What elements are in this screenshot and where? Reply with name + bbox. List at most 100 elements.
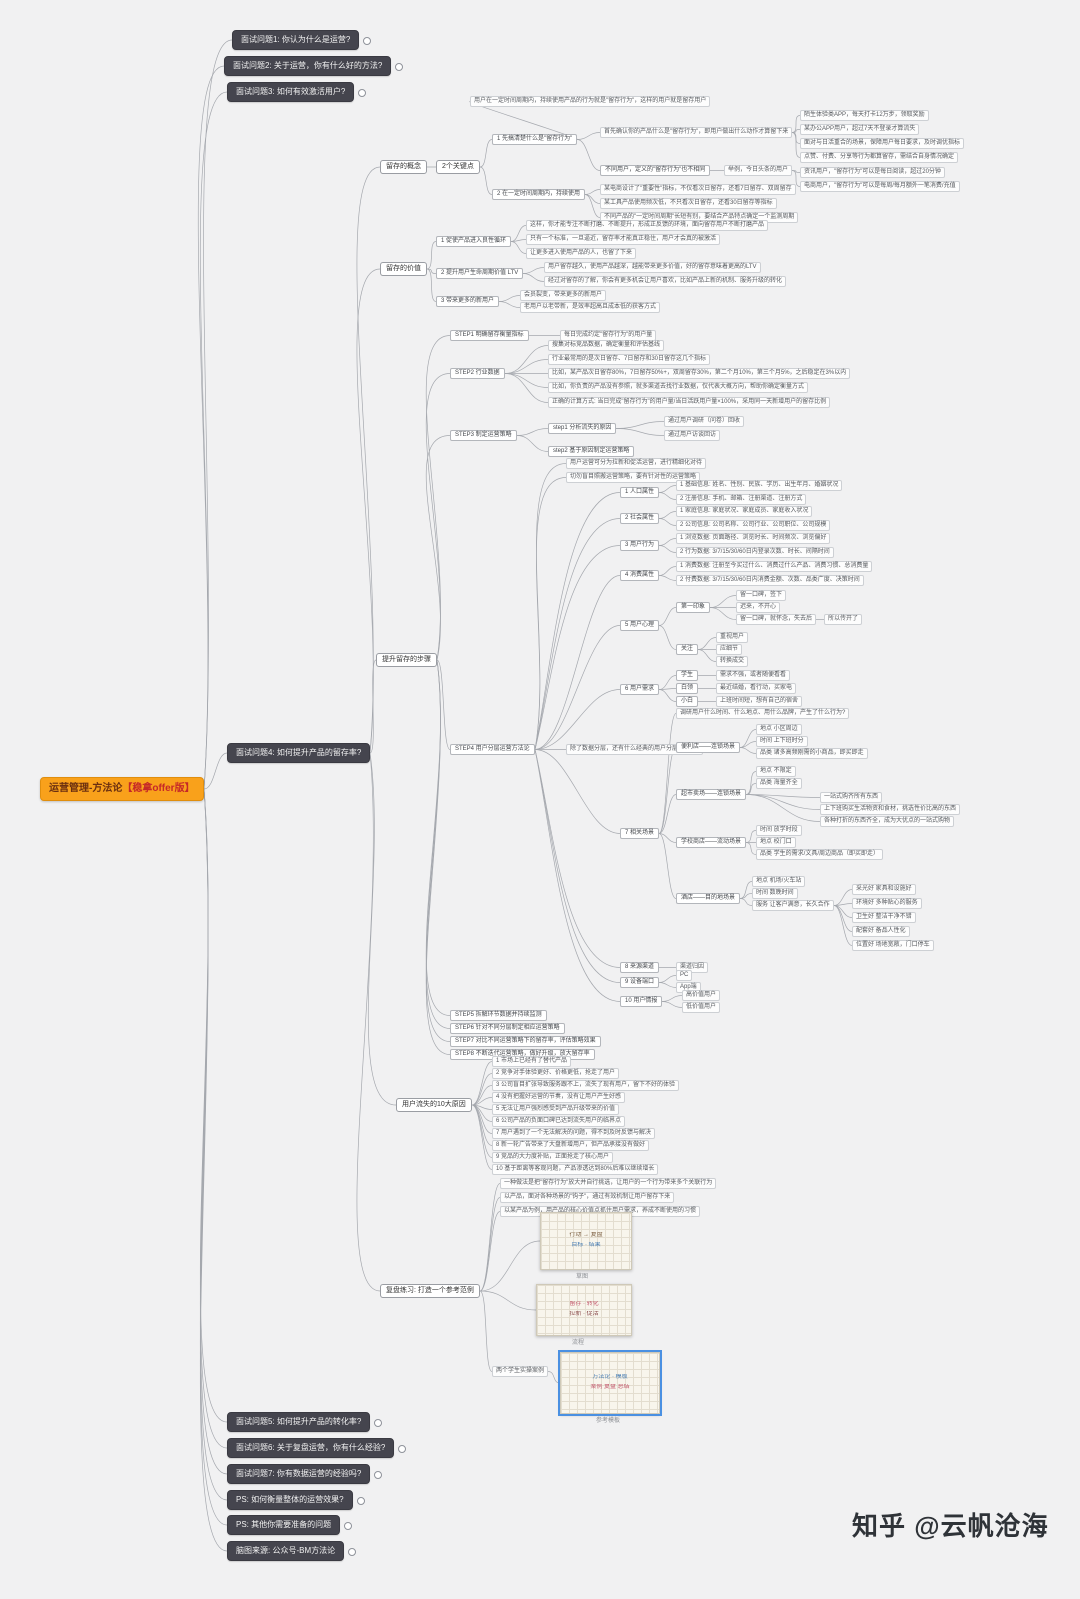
mindmap-node-s7[interactable]: STEP7 对比不同运营策略下的留存率，评估策略效果 (450, 1036, 601, 1048)
mindmap-node-e2[interactable]: 某办公APP用户，超过7天不登录才算流失 (800, 124, 920, 136)
mindmap-node-h5b[interactable]: 关注 (676, 644, 699, 656)
mindmap-node-h7a1[interactable]: 地点 小区周边 (756, 724, 802, 736)
mindmap-node-h1[interactable]: 1 人口属性 (620, 487, 660, 499)
mindmap-node-h7b[interactable]: 超市卖场——连锁场景 (676, 789, 747, 801)
mindmap-node-h10a[interactable]: 高价值用户 (682, 990, 721, 1002)
collapse-indicator[interactable] (374, 1471, 382, 1479)
mindmap-node-h5a1[interactable]: 留一口碑，签下 (736, 590, 787, 602)
mindmap-node-src[interactable]: 脑图来源: 公众号-BM方法论 (227, 1541, 345, 1561)
mindmap-node-h7bn2[interactable]: 上下班购买生活物资和食材，挑选性价比高的东西 (820, 804, 961, 816)
mindmap-node-t1c1[interactable]: 首先确认你的产品什么是"留存行为"，即用户做出什么动作才算留下来 (600, 127, 793, 139)
mindmap-node-v2[interactable]: 以产品，面对各种场景的"钩子"，通过有效机制让用户留存下来 (500, 1192, 675, 1204)
mindmap-node-q2[interactable]: 面试问题2: 关于运营，你有什么好的方法? (224, 56, 392, 76)
mindmap-node-s2n2[interactable]: 行业最常用的是次日留存、7日留存和30日留存这几个指标 (548, 354, 711, 366)
mindmap-node-h5a3n[interactable]: 所以传开了 (824, 614, 863, 626)
mindmap-node-s2[interactable]: STEP2 行业数据 (450, 368, 505, 380)
mindmap-node-t2[interactable]: 2 在一定时间周期内，持续使用 (492, 189, 586, 201)
mindmap-node-r2[interactable]: 2 竞争对手体验更好、价格更低，抢走了用户 (492, 1068, 620, 1080)
attached-photo-p2[interactable]: 留存 · 转化拉新 · 促活 (536, 1284, 632, 1336)
mindmap-node-g2n2[interactable]: 经过对留存的了解，你会有更多机会让用户喜欢，比如产品上新的机制、服务升级的转化 (544, 276, 787, 288)
collapse-indicator[interactable] (357, 1497, 365, 1505)
mindmap-node-s2n3[interactable]: 比如，某产品次日留存80%，7日留存50%+，双周留存30%，第二个月10%，第… (548, 368, 851, 380)
mindmap-node-w5[interactable]: 位置好 场地宽敞，门口停车 (852, 940, 934, 952)
mindmap-node-h5a[interactable]: 第一印象 (676, 602, 711, 614)
mindmap-node-s2n1[interactable]: 搜集对标竞品数据，确定衡量和评估基线 (548, 340, 665, 352)
mindmap-node-h1a[interactable]: 1 基础信息: 姓名、性别、民族、学历、出生年月、婚姻状况 (676, 480, 843, 492)
mindmap-node-h7c[interactable]: 学校商店——流动场景 (676, 837, 747, 849)
mindmap-node-g3[interactable]: 3 带来更多的新用户 (436, 296, 500, 308)
mindmap-node-h5b3[interactable]: 转换成交 (716, 656, 749, 668)
mindmap-node-s3a2[interactable]: 通过用户访谈回访 (664, 430, 721, 442)
mindmap-node-h5a3[interactable]: 留一口碑，就怀念，失去后 (736, 614, 817, 626)
mindmap-node-ntop[interactable]: 用户在一定时间周期内，持续使用产品的行为就是"留存行为"，这样的用户就是留存用户 (470, 96, 711, 108)
mindmap-node-h6an[interactable]: 需求不强，或者随便看看 (716, 670, 791, 682)
mindmap-node-h2b[interactable]: 2 公司信息: 公司名称、公司行业、公司职位、公司规模 (676, 520, 831, 532)
mindmap-node-r7[interactable]: 7 用户遇到了一个无法解决的问题，得不到及时反馈与解决 (492, 1128, 656, 1140)
mindmap-node-r1[interactable]: 1 市场上已经有了替代产品 (492, 1056, 572, 1068)
mindmap-node-g2[interactable]: 2 提升用户生命周期价值 LTV (436, 268, 524, 280)
mindmap-node-h5b2[interactable]: 应细节 (716, 644, 743, 656)
mindmap-node-h9[interactable]: 9 设备端口 (620, 977, 660, 989)
mindmap-node-t1[interactable]: 1 先搞清楚什么是"留存行为" (492, 134, 578, 146)
mindmap-node-h2[interactable]: 2 社会属性 (620, 513, 660, 525)
collapse-indicator[interactable] (363, 37, 371, 45)
mindmap-node-f1[interactable]: 某电商设计了"重要性"指标，不仅看次日留存，还看7日留存、双周留存 (600, 184, 796, 196)
mindmap-node-r4[interactable]: 4 没有把握好运营的节奏，没有让用户产生好感 (492, 1092, 626, 1104)
mindmap-node-h4b[interactable]: 2 付费数据: 3/7/15/30/60日内消费金额、次数、品类广度、决策时间 (676, 575, 864, 587)
mindmap-node-h7a2[interactable]: 时间 上下班时分 (756, 736, 808, 748)
mindmap-node-r9[interactable]: 9 竞品的大力度补贴，正面抢走了核心用户 (492, 1152, 614, 1164)
mindmap-node-h7a[interactable]: 便利店——连锁场景 (676, 742, 741, 754)
mindmap-node-r6[interactable]: 6 公司产品的负面口碑已达到流失用户的临界点 (492, 1116, 626, 1128)
mindmap-node-h3a[interactable]: 1 浏览数据: 页面路径、浏览时长、时间频次、浏览偏好 (676, 533, 831, 545)
mindmap-node-b5[interactable]: 复盘练习: 打造一个参考范例 (380, 1284, 480, 1299)
mindmap-node-s5[interactable]: STEP5 拆解环节数据并持续监测 (450, 1010, 547, 1022)
mindmap-node-g3n1[interactable]: 会员裂变，带来更多的新用户 (520, 290, 607, 302)
mindmap-node-h3[interactable]: 3 用户行为 (620, 540, 660, 552)
collapse-indicator[interactable] (358, 89, 366, 97)
mindmap-node-v1[interactable]: 一种做法是把"留存行为"放大并自行挑选，让用户的一个行为带来多个关联行为 (500, 1178, 717, 1190)
mindmap-node-h5b1[interactable]: 重视用户 (716, 632, 749, 644)
mindmap-node-b2[interactable]: 留存的价值 (380, 262, 427, 277)
mindmap-node-f2[interactable]: 某工具产品使用频次低，不只看次日留存，还看30日留存等指标 (600, 198, 777, 210)
mindmap-node-b3[interactable]: 提升留存的步骤 (376, 653, 437, 668)
mindmap-node-q7[interactable]: 面试问题7: 你有数据运营的经验吗? (227, 1464, 371, 1484)
mindmap-node-h6c[interactable]: 小白 (676, 696, 699, 708)
mindmap-node-s3[interactable]: STEP3 制定运营策略 (450, 430, 517, 442)
mindmap-node-v3[interactable]: 以某产品为例，用产品的核心价值点抓住用户需求，养成不断使用的习惯 (500, 1206, 701, 1218)
mindmap-node-s2n5[interactable]: 正确的计算方式: 当日完成"留存行为"的用户量/当日活跃用户量×100%，采用同… (548, 397, 831, 409)
mindmap-node-b1b[interactable]: 2个关键点 (436, 160, 480, 175)
mindmap-node-r3[interactable]: 3 公司盲目扩张导致服务跟不上，流失了现有用户，留下不好的体验 (492, 1080, 680, 1092)
mindmap-node-g3n2[interactable]: 老用户以老带新，是效率超高且成本低的获客方式 (520, 302, 661, 314)
mindmap-node-g1n2[interactable]: 只有一个标准，一旦逼近，留存率才能真正稳住，用户才会真的被激活 (526, 234, 721, 246)
mindmap-node-q3[interactable]: 面试问题3: 如何有效激活用户? (227, 82, 355, 102)
mindmap-node-s2n4[interactable]: 比如，你负责的产品没有参照，就多渠道去找行业数据，仅代表大概方向，帮助你确定衡量… (548, 382, 809, 394)
mindmap-node-h6[interactable]: 6 用户需求 (620, 684, 660, 696)
mindmap-node-h7bn3[interactable]: 各种打折的东西齐全，成为大优点的一站式购物 (820, 816, 955, 828)
mindmap-node-g1[interactable]: 1 促使产品进入良性循环 (436, 236, 512, 248)
mindmap-node-h7c2[interactable]: 地点 校门口 (756, 837, 796, 849)
mindmap-node-g2n1[interactable]: 用户留存越久，使用产品越深，越能带来更多价值，好的留存意味着更高的LTV (544, 262, 761, 274)
mindmap-node-h7n[interactable]: 调研用户什么时间、什么地点、用什么品牌，产生了什么行为? (676, 708, 850, 720)
mindmap-node-h7b1[interactable]: 地点 不限定 (756, 766, 796, 778)
mindmap-node-s3a[interactable]: step1 分析流失的原因 (548, 423, 617, 435)
mindmap-node-g1n1[interactable]: 这样，你才能专注不断打磨、不断提升，形成正反馈的环境，面向留存用户不断打磨产品 (526, 220, 769, 232)
mindmap-node-w2[interactable]: 环境好 多种贴心的服务 (852, 898, 922, 910)
mindmap-node-q5[interactable]: 面试问题5: 如何提升产品的转化率? (227, 1412, 371, 1432)
mindmap-node-e6[interactable]: 电商用户，"留存行为"可以是每周/每月额外一笔消费/充值 (800, 181, 960, 193)
mindmap-node-t1c2n[interactable]: 举例，今日头条的用户 (724, 165, 793, 177)
collapse-indicator[interactable] (374, 1419, 382, 1427)
mindmap-node-h3b[interactable]: 2 行为数据: 3/7/15/30/60日内登录次数、时长、间隔时间 (676, 547, 834, 559)
mindmap-node-h7d2[interactable]: 时间 数晚时间 (752, 888, 798, 900)
collapse-indicator[interactable] (344, 1522, 352, 1530)
mindmap-node-w3[interactable]: 卫生好 整洁干净不错 (852, 912, 916, 924)
mindmap-node-h7c1[interactable]: 时间 放学时段 (756, 825, 802, 837)
mindmap-node-s4n1[interactable]: 用户运营可分为拉新和促活运营，进行精细化对待 (566, 458, 707, 470)
mindmap-node-h7[interactable]: 7 相关场景 (620, 828, 660, 840)
mindmap-node-h10b[interactable]: 低价值用户 (682, 1002, 721, 1014)
mindmap-node-r8[interactable]: 8 新一轮广告带来了大盘新增用户，但产品承接没有做好 (492, 1140, 650, 1152)
mindmap-node-s1[interactable]: STEP1 明确留存衡量指标 (450, 330, 529, 342)
mindmap-node-h7d3[interactable]: 服务 让客户满意，长久合作 (752, 900, 834, 912)
mindmap-node-v4[interactable]: 两个学生实操案例 (492, 1366, 549, 1378)
collapse-indicator[interactable] (395, 63, 403, 71)
mindmap-node-h5[interactable]: 5 用户心理 (620, 620, 660, 632)
